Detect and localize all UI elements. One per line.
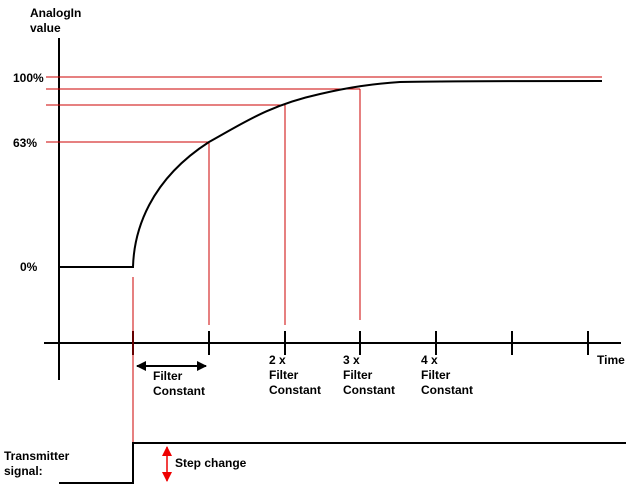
y-axis-label: AnalogIn value (30, 6, 85, 35)
label-line: 4 x (421, 353, 438, 367)
response-curve (59, 80, 603, 268)
transmitter-label-line-2: signal: (4, 464, 43, 478)
horizontal-guides (46, 76, 602, 143)
transmitter-label-line-1: Transmitter (4, 449, 70, 463)
label-line: Filter (269, 368, 299, 382)
step-change-label: Step change (175, 456, 247, 470)
label-line: Filter (343, 368, 373, 382)
y-level-0: 0% (20, 260, 38, 274)
label-line: Constant (269, 383, 321, 397)
filter-constant-label-2: 2 x Filter Constant (269, 353, 321, 397)
filter-constant-label-1: Filter Constant (153, 369, 205, 398)
label-line: 2 x (269, 353, 286, 367)
label-line: Constant (153, 384, 205, 398)
y-axis-label-line-2: value (30, 21, 61, 35)
filter-constant-label-4: 4 x Filter Constant (421, 353, 473, 397)
transmitter-label: Transmitter signal: (4, 449, 73, 478)
filter-constant-label-3: 3 x Filter Constant (343, 353, 395, 397)
label-line: Constant (343, 383, 395, 397)
label-line: Filter (153, 369, 183, 383)
y-level-63: 63% (13, 136, 37, 150)
label-line: Filter (421, 368, 451, 382)
y-level-100: 100% (13, 71, 44, 85)
y-axis-label-line-1: AnalogIn (30, 6, 81, 20)
label-line: 3 x (343, 353, 360, 367)
x-axis-label: Time (597, 353, 625, 367)
label-line: Constant (421, 383, 473, 397)
transmitter-step-signal (59, 442, 626, 484)
vertical-guides (132, 89, 361, 443)
